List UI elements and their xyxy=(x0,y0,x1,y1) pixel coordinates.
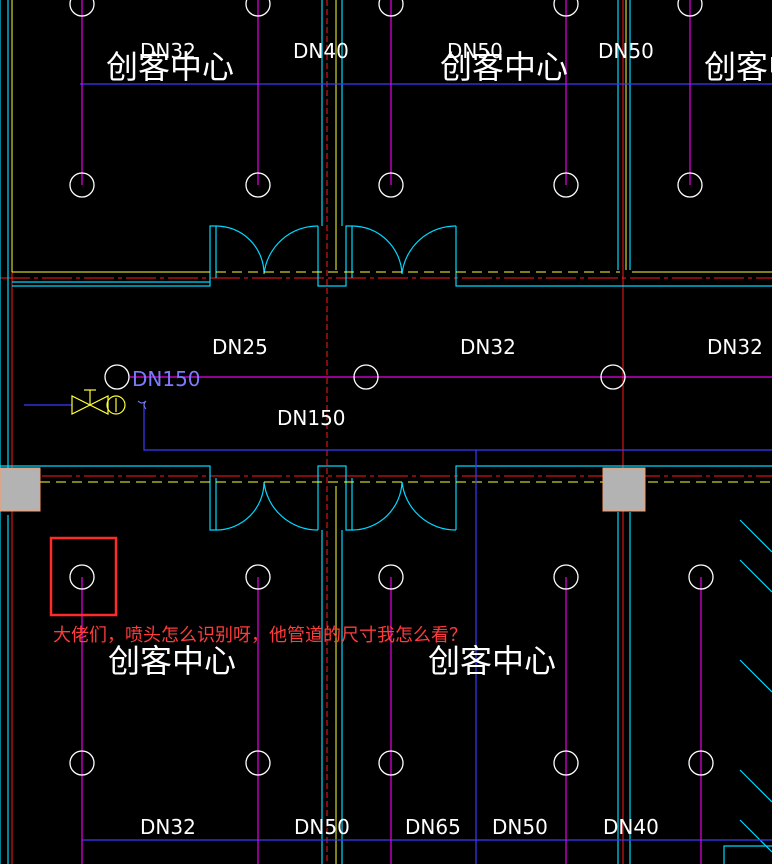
sprinkler-head[interactable] xyxy=(553,172,579,198)
sprinkler-head[interactable] xyxy=(378,172,404,198)
main-pipe-size-label: DN150 xyxy=(277,406,346,430)
pipe-size-label: DN25 xyxy=(212,335,268,359)
main-pipes xyxy=(24,83,772,864)
sprinkler-head[interactable] xyxy=(69,172,95,198)
room-labels: 创客中心 创客中心 创客中心 创客中心 创客中心 xyxy=(106,48,772,680)
room-name-label: 创客中心 xyxy=(108,642,236,680)
pipe-size-label: DN32 xyxy=(140,815,196,839)
structural-columns xyxy=(0,467,646,512)
pipe-size-label: DN32 xyxy=(140,39,196,63)
pipe-size-label: DN50 xyxy=(294,815,350,839)
flow-arrow-icon xyxy=(137,400,147,410)
room-name-label: 创客中心 xyxy=(428,642,556,680)
room-name-label: 创客中心 xyxy=(704,48,772,86)
column xyxy=(602,467,646,512)
pipe-size-label: DN50 xyxy=(492,815,548,839)
beam-lines xyxy=(11,0,772,864)
gate-valve-icon[interactable] xyxy=(71,389,126,415)
sprinkler-head[interactable] xyxy=(69,0,95,17)
column xyxy=(0,467,41,512)
highlight-box xyxy=(49,536,118,617)
sprinkler-head[interactable] xyxy=(245,750,271,776)
pipe-size-label: DN32 xyxy=(707,335,763,359)
pipe-size-label: DN40 xyxy=(293,39,349,63)
room-name-label: 创客中心 xyxy=(440,48,568,86)
main-pipe-size-label: DN150 xyxy=(132,367,201,391)
pipe-size-label: DN50 xyxy=(447,39,503,63)
main-pipe xyxy=(143,405,772,451)
sprinkler-head[interactable] xyxy=(69,564,95,590)
annotation-question: 大佬们，喷头怎么识别呀，他管道的尺寸我怎么看？ xyxy=(53,625,467,646)
pipe-size-label: DN40 xyxy=(603,815,659,839)
sprinkler-head[interactable] xyxy=(553,0,579,17)
pipe-size-labels: DN32 DN40 DN50 DN50 DN25 DN32 DN32 DN150… xyxy=(132,39,763,839)
sprinkler-branches xyxy=(81,0,772,864)
sprinkler-head[interactable] xyxy=(378,564,404,590)
sprinkler-heads xyxy=(69,0,714,776)
sprinkler-head[interactable] xyxy=(677,172,703,198)
sprinkler-head[interactable] xyxy=(600,364,626,390)
pipe-size-label: DN65 xyxy=(405,815,461,839)
sprinkler-head[interactable] xyxy=(553,564,579,590)
sprinkler-head[interactable] xyxy=(69,750,95,776)
sprinkler-head[interactable] xyxy=(245,564,271,590)
room-name-label: 创客中心 xyxy=(106,48,234,86)
sprinkler-head[interactable] xyxy=(688,750,714,776)
sprinkler-head[interactable] xyxy=(378,0,404,17)
sprinkler-head[interactable] xyxy=(688,564,714,590)
sprinkler-head[interactable] xyxy=(677,0,703,17)
sprinkler-head[interactable] xyxy=(378,750,404,776)
sprinkler-head[interactable] xyxy=(245,0,271,17)
pipe-size-label: DN50 xyxy=(598,39,654,63)
pipe-size-label: DN32 xyxy=(460,335,516,359)
sprinkler-head[interactable] xyxy=(104,364,130,390)
sprinkler-head[interactable] xyxy=(245,172,271,198)
sprinkler-head[interactable] xyxy=(553,750,579,776)
sprinkler-head[interactable] xyxy=(353,364,379,390)
